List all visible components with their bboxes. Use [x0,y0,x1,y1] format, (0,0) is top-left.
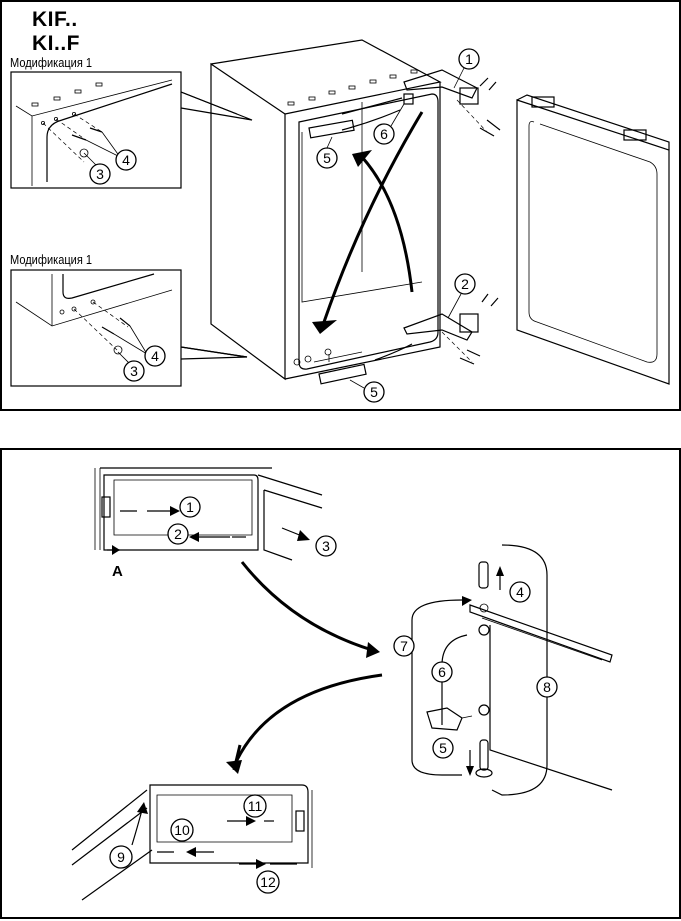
svg-text:7: 7 [400,638,408,654]
step2-hinge-detail: 4 5 6 7 8 [394,545,612,795]
svg-text:2: 2 [174,526,182,542]
bottom-diagram-drawing: A 1 2 3 [2,450,681,921]
svg-text:8: 8 [543,679,551,695]
step3-callout-12: 12 [257,871,279,893]
step3-door-view: 9 10 11 12 [72,785,312,900]
svg-text:5: 5 [323,150,331,166]
step1-door-view: A 1 2 3 [95,468,336,580]
step3-callout-10: 10 [171,819,193,841]
svg-text:2: 2 [461,276,469,292]
svg-text:10: 10 [174,822,190,838]
step3-callout-11: 11 [244,795,266,817]
svg-text:11: 11 [248,798,263,814]
fridge-door [517,95,669,384]
svg-text:5: 5 [439,740,447,756]
svg-text:6: 6 [438,664,446,680]
step3-callout-9: 9 [110,846,132,868]
svg-text:6: 6 [380,126,388,142]
inset-top-callout-3: 3 [90,164,110,184]
slot-icons [32,83,102,106]
main-callout-5-bottom: 5 [364,382,384,402]
svg-text:1: 1 [186,499,194,515]
top-diagram-drawing: 4 3 4 3 [2,2,681,413]
svg-text:4: 4 [516,584,524,600]
step1-callout-2: 2 [168,524,188,544]
inset-bottom-callout-4: 4 [145,346,165,366]
inset-top: 4 3 [11,72,252,188]
step1-callout-1: 1 [180,497,200,517]
svg-text:9: 9 [117,849,125,865]
main-callout-6: 6 [374,124,394,144]
svg-text:4: 4 [151,348,159,364]
inset-bottom-callout-3: 3 [124,361,144,381]
main-callout-5-top: 5 [317,148,337,168]
svg-text:3: 3 [130,363,138,379]
step1-callout-3: 3 [316,536,336,556]
svg-text:12: 12 [260,874,276,890]
step2-callout-8: 8 [537,677,557,697]
step2-callout-5: 5 [433,738,453,758]
view-marker-a: A [112,563,123,580]
svg-text:3: 3 [322,538,330,554]
svg-text:1: 1 [465,51,473,67]
bottom-diagram-panel: A 1 2 3 [0,448,681,919]
svg-text:3: 3 [96,166,104,182]
bottom-hinge [404,294,498,364]
step2-callout-4: 4 [510,582,530,602]
main-callout-2: 2 [455,274,475,294]
top-diagram-panel: KIF.. KI..F Модификация 1 Модификация 1 [0,0,681,411]
svg-text:4: 4 [122,152,130,168]
top-hinge [404,70,500,136]
fridge-cabinet [181,40,440,384]
inset-top-callout-4: 4 [116,150,136,170]
step2-callout-7: 7 [394,636,414,656]
step2-callout-6: 6 [432,662,452,682]
main-callout-1: 1 [459,49,479,69]
svg-text:5: 5 [370,384,378,400]
